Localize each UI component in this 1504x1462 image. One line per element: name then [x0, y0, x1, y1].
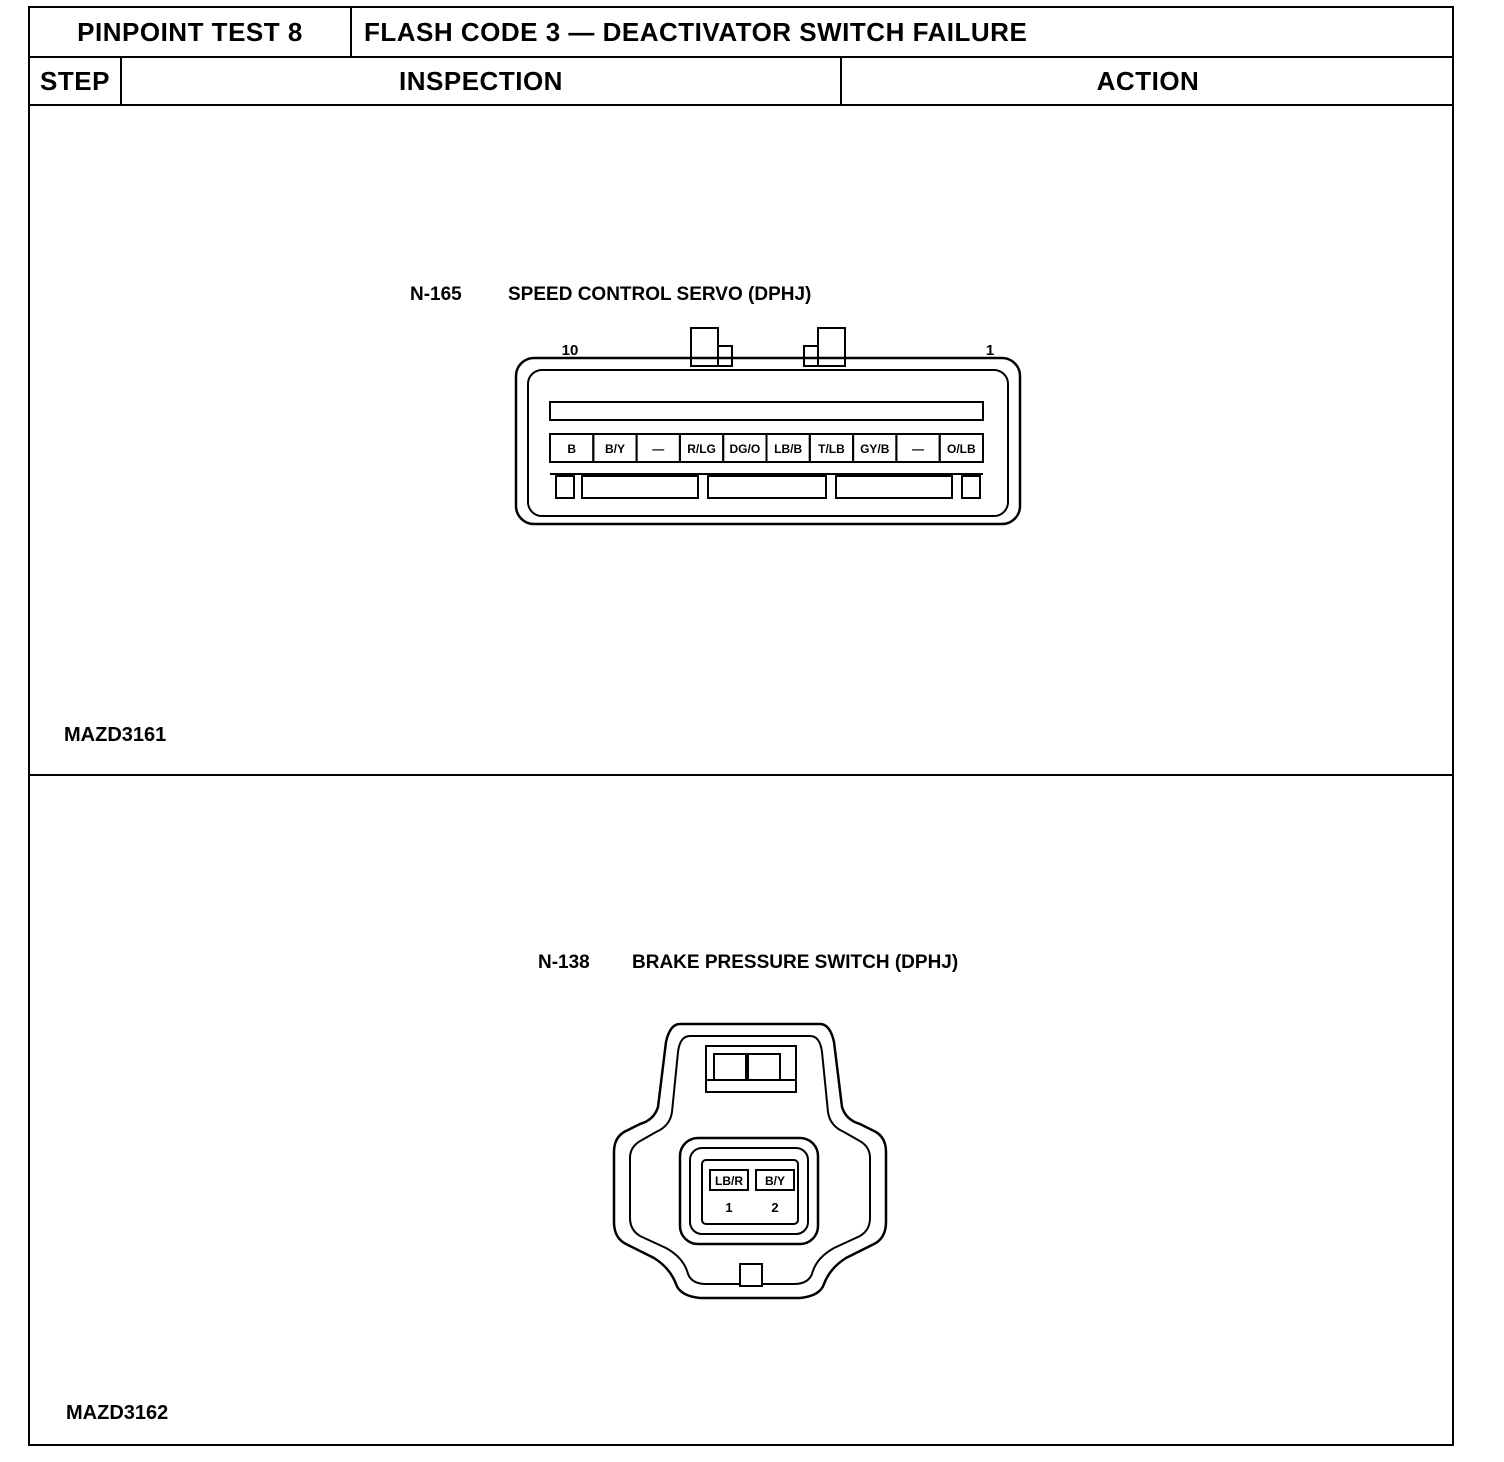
servo-pin-label: GY/B [860, 442, 890, 456]
step-header: STEP [30, 58, 120, 104]
pinpoint-test-table: PINPOINT TEST 8 FLASH CODE 3 — DEACTIVAT… [28, 6, 1454, 1446]
servo-pin-2: — [895, 433, 941, 463]
servo-connector-diagram: B B/Y — R/LG DG/O LB/B T/LB GY/B — O/LB 10 1 [514, 327, 1022, 526]
inspection-header-text: INSPECTION [399, 65, 563, 96]
servo-pin-label: — [652, 442, 664, 456]
action-header: ACTION [842, 58, 1454, 104]
figure-brake-pressure-switch: N-138 BRAKE PRESSURE SWITCH (DPHJ) LB/R 1… [30, 776, 1452, 1446]
servo-pin-7: R/LG [678, 433, 725, 463]
servo-pin-1: O/LB [938, 433, 985, 463]
servo-pin-label: O/LB [947, 442, 976, 456]
servo-pin-label: R/LG [687, 442, 716, 456]
inspection-divider [840, 58, 842, 104]
test-name: PINPOINT TEST 8 [30, 8, 350, 56]
servo-pin-4: T/LB [808, 433, 855, 463]
servo-pin-5: LB/B [765, 433, 811, 463]
connector-id-n165: N-165 [410, 284, 462, 305]
figure-code-1: MAZD3161 [64, 724, 167, 746]
pin-number-right: 1 [986, 342, 994, 359]
brake-switch-connector-diagram: LB/R 1 B/Y 2 [612, 1022, 888, 1300]
figure-speed-control-servo: N-165 SPEED CONTROL SERVO (DPHJ) B B/Y — R/… [30, 106, 1452, 774]
brake-switch-pin-number: 1 [725, 1200, 732, 1215]
connector-name-brake-switch: BRAKE PRESSURE SWITCH (DPHJ) [632, 952, 959, 973]
brake-switch-pin-wire: B/Y [765, 1174, 785, 1188]
servo-pin-label: B/Y [605, 442, 625, 456]
step-divider [120, 58, 122, 104]
title-divider [350, 8, 352, 56]
brake-switch-pin-1: LB/R 1 [709, 1169, 749, 1215]
column-header-row: STEP INSPECTION ACTION [30, 58, 1452, 106]
section-divider [30, 774, 1452, 776]
servo-pin-label: T/LB [818, 442, 845, 456]
step-header-text: STEP [40, 65, 110, 96]
brake-switch-pin-2: B/Y 2 [755, 1169, 795, 1215]
test-name-text: PINPOINT TEST 8 [77, 16, 303, 47]
servo-pin-label: B [567, 442, 576, 456]
test-title: FLASH CODE 3 — DEACTIVATOR SWITCH FAILUR… [364, 8, 1027, 56]
inspection-header: INSPECTION [122, 58, 840, 104]
pin-number-left: 10 [562, 342, 579, 359]
servo-pin-6: DG/O [722, 433, 768, 463]
servo-pin-3: GY/B [852, 433, 898, 463]
brake-switch-pin-wire: LB/R [715, 1174, 743, 1188]
servo-pin-row: B B/Y — R/LG DG/O LB/B T/LB GY/B — O/LB [549, 433, 985, 463]
connector-id-n138: N-138 [538, 952, 590, 973]
test-title-text: FLASH CODE 3 — DEACTIVATOR SWITCH FAILUR… [364, 16, 1028, 47]
servo-pin-label: LB/B [774, 442, 802, 456]
servo-pin-label: DG/O [730, 442, 761, 456]
figure-code-2: MAZD3162 [66, 1402, 169, 1424]
title-row: PINPOINT TEST 8 FLASH CODE 3 — DEACTIVAT… [30, 8, 1452, 58]
brake-switch-pin-row: LB/R 1 B/Y 2 [709, 1169, 795, 1215]
connector-name-servo: SPEED CONTROL SERVO (DPHJ) [508, 284, 812, 305]
servo-pin-9: B/Y [592, 433, 638, 463]
servo-pin-label: — [912, 442, 924, 456]
servo-pin-8: — [635, 433, 681, 463]
action-header-text: ACTION [1096, 65, 1200, 96]
servo-pin-10: B [549, 433, 595, 463]
brake-switch-pin-number: 2 [771, 1200, 778, 1215]
